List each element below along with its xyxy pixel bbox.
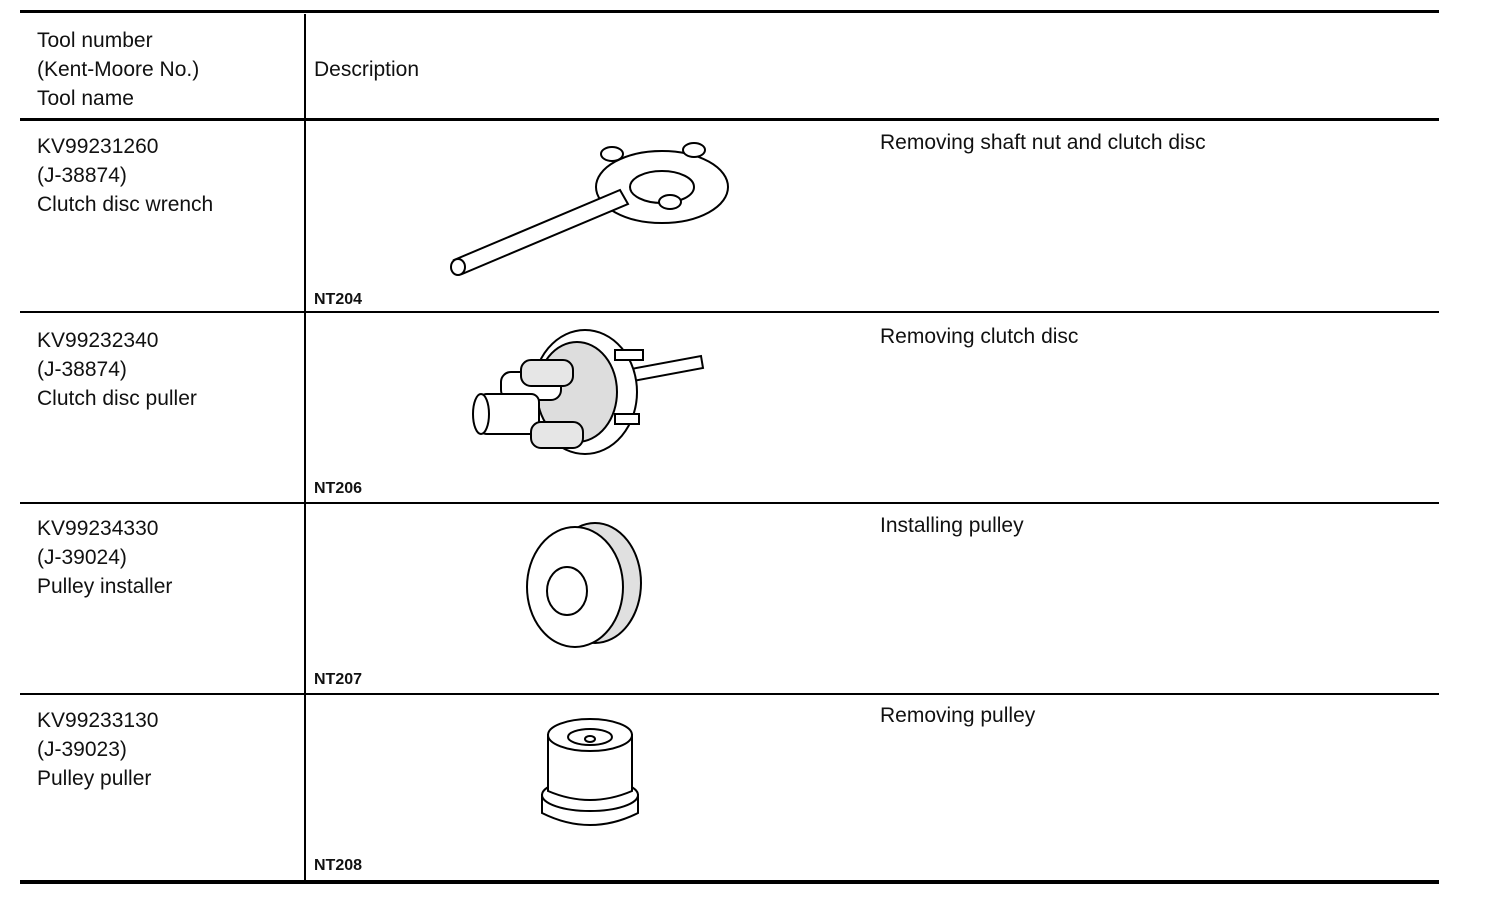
tool-number: KV99234330 (37, 517, 159, 540)
pulley-installer-drawing (526, 522, 642, 648)
row-divider (20, 693, 1439, 695)
kent-moore-number: (J-39023) (37, 738, 127, 761)
tool-name: Clutch disc wrench (37, 193, 214, 216)
header-description: Description (314, 58, 420, 81)
row-divider (20, 502, 1439, 504)
header-bottom-rule (20, 118, 1439, 121)
header-kent-moore: (Kent-Moore No.) (37, 58, 200, 81)
tool-description: Removing clutch disc (880, 325, 1079, 348)
illustration-code: NT207 (314, 671, 363, 688)
illustration-code: NT206 (314, 480, 363, 497)
clutch-disc-puller-drawing (472, 329, 705, 455)
clutch-disc-wrench-drawing (450, 142, 729, 276)
tool-number: KV99231260 (37, 135, 159, 158)
kent-moore-number: (J-39024) (37, 546, 127, 569)
header-tool-name: Tool name (37, 87, 134, 110)
table-top-rule (20, 10, 1439, 13)
pulley-puller-drawing (541, 718, 639, 826)
tool-name: Pulley puller (37, 767, 152, 790)
tool-name: Clutch disc puller (37, 387, 197, 410)
tool-number: KV99233130 (37, 709, 159, 732)
column-divider (304, 14, 306, 884)
table-bottom-rule (20, 880, 1439, 884)
tool-description: Removing shaft nut and clutch disc (880, 131, 1206, 154)
header-tool-number: Tool number (37, 29, 153, 52)
kent-moore-number: (J-38874) (37, 358, 127, 381)
tool-description: Installing pulley (880, 514, 1024, 537)
tool-number: KV99232340 (37, 329, 159, 352)
kent-moore-number: (J-38874) (37, 164, 127, 187)
tool-description: Removing pulley (880, 704, 1036, 727)
illustration-code: NT204 (314, 291, 363, 308)
row-divider (20, 311, 1439, 313)
illustration-code: NT208 (314, 857, 363, 874)
tool-name: Pulley installer (37, 575, 173, 598)
